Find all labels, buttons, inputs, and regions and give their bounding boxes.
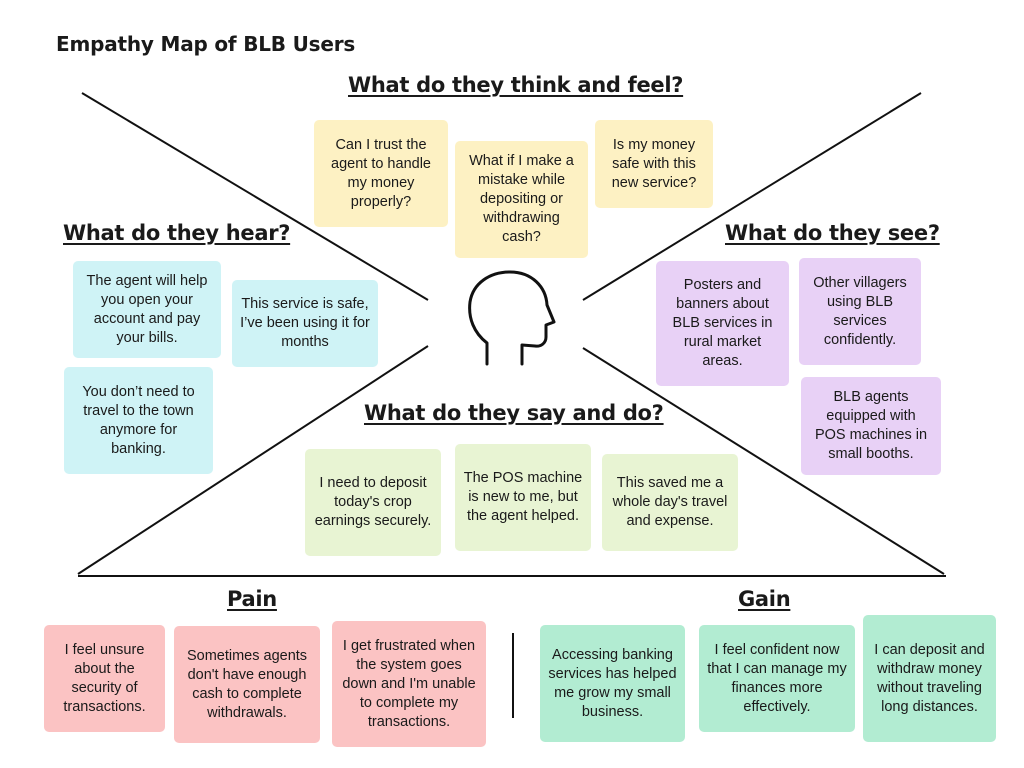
pain-note: I get frustrated when the system goes do… — [332, 621, 486, 747]
hear-note: You don’t need to travel to the town any… — [64, 367, 213, 474]
pain-note: Sometimes agents don't have enough cash … — [174, 626, 320, 743]
heading-say-do: What do they say and do? — [364, 401, 664, 425]
heading-see: What do they see? — [725, 221, 940, 245]
pain-note: I feel unsure about the security of tran… — [44, 625, 165, 732]
think-feel-note: Is my money safe with this new service? — [595, 120, 713, 208]
heading-pain: Pain — [227, 587, 277, 611]
head-profile-icon — [468, 270, 556, 366]
divider-top-right — [582, 92, 922, 301]
hear-note: This service is safe, I’ve been using it… — [232, 280, 378, 367]
hear-note: The agent will help you open your accoun… — [73, 261, 221, 358]
think-feel-note: What if I make a mistake while depositin… — [455, 141, 588, 258]
divider-bottom-right — [582, 347, 945, 575]
say-do-note: I need to deposit today's crop earnings … — [305, 449, 441, 556]
divider-bottom-left — [77, 345, 429, 575]
gain-note: Accessing banking services has helped me… — [540, 625, 685, 742]
see-note: Posters and banners about BLB services i… — [656, 261, 789, 386]
heading-hear: What do they hear? — [63, 221, 291, 245]
heading-think-feel: What do they think and feel? — [348, 73, 684, 97]
divider-top-left — [81, 92, 429, 301]
gain-note: I can deposit and withdraw money without… — [863, 615, 996, 742]
gain-note: I feel confident now that I can manage m… — [699, 625, 855, 732]
say-do-note: This saved me a whole day's travel and e… — [602, 454, 738, 551]
heading-gain: Gain — [738, 587, 791, 611]
see-note: BLB agents equipped with POS machines in… — [801, 377, 941, 475]
see-note: Other villagers using BLB services confi… — [799, 258, 921, 365]
think-feel-note: Can I trust the agent to handle my money… — [314, 120, 448, 227]
map-title: Empathy Map of BLB Users — [56, 32, 356, 56]
say-do-note: The POS machine is new to me, but the ag… — [455, 444, 591, 551]
